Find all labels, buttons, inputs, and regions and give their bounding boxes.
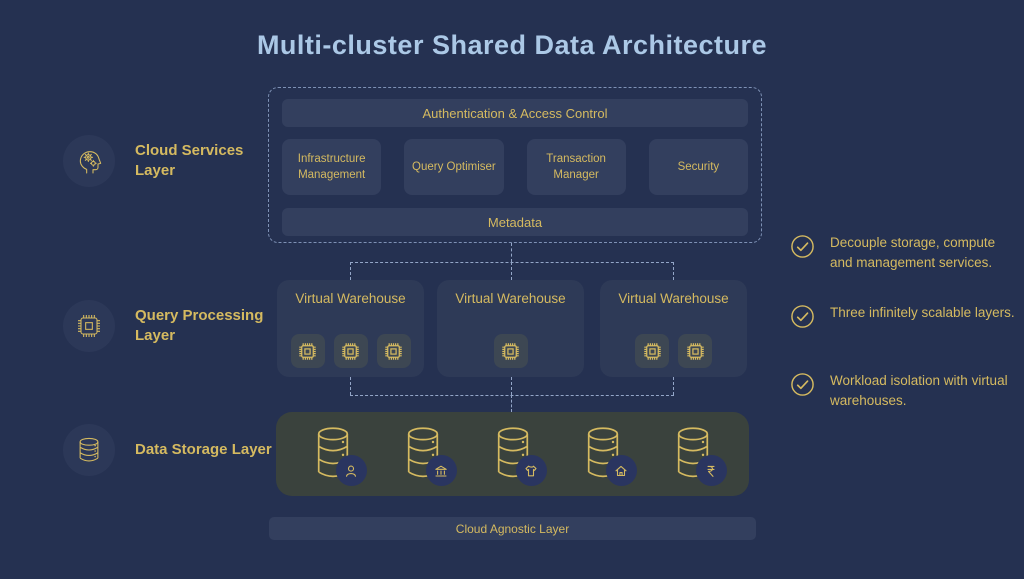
- benefit-item-2: Three infinitely scalable layers.: [790, 303, 1018, 329]
- chip-row: [437, 334, 584, 368]
- dashed-connector: [511, 262, 512, 280]
- database-payments: [673, 425, 727, 486]
- warehouse-chip-tile: [678, 334, 712, 368]
- chip-icon: [385, 342, 402, 360]
- service-security: Security: [648, 139, 748, 195]
- chip-icon: [342, 342, 359, 360]
- layer-query-processing: Query Processing Layer: [63, 300, 273, 352]
- person-icon: [335, 455, 367, 486]
- page-title: Multi-cluster Shared Data Architecture: [256, 30, 768, 60]
- chip-icon: [502, 342, 519, 360]
- rupee-icon: [695, 455, 727, 486]
- warehouse-chip-tile: [290, 334, 325, 368]
- layer-data-storage: Data Storage Layer: [63, 424, 273, 476]
- service-infrastructure-management: Infrastructure Management: [282, 139, 382, 195]
- tshirt-icon: [515, 455, 547, 486]
- dashed-connector: [673, 262, 674, 280]
- chip-icon: [686, 342, 704, 360]
- head-gears-icon: [63, 135, 115, 187]
- cloud-services-box: Authentication & Access Control Infrastr…: [268, 87, 762, 243]
- chip-icon: [643, 342, 661, 360]
- database-customers: [313, 425, 367, 486]
- check-circle-icon: [790, 304, 815, 329]
- database-realestate: [583, 425, 637, 486]
- virtual-warehouse-3: Virtual Warehouse: [600, 280, 747, 377]
- benefit-item-1: Decouple storage, compute and management…: [790, 233, 1018, 274]
- database-icon: [317, 427, 348, 478]
- warehouse-chip-tile: [376, 334, 411, 368]
- service-transaction-manager: Transaction Manager: [526, 139, 626, 195]
- bank-icon: [425, 455, 457, 486]
- database-icon: [407, 427, 438, 478]
- benefit-text: Workload isolation with virtual warehous…: [830, 373, 1008, 409]
- metadata-bar: Metadata: [282, 208, 748, 236]
- benefit-text: Decouple storage, compute and management…: [830, 235, 996, 271]
- home-icon: [605, 455, 637, 486]
- warehouse-label: Virtual Warehouse: [618, 291, 729, 306]
- database-icon: [63, 424, 115, 476]
- dashed-connector: [350, 377, 351, 395]
- cloud-agnostic-bar: Cloud Agnostic Layer: [269, 517, 756, 540]
- data-storage-panel: [276, 412, 749, 496]
- database-retail: [493, 425, 547, 486]
- warehouse-chip-tile: [635, 334, 669, 368]
- dashed-connector: [350, 395, 674, 396]
- chip-row: [600, 334, 747, 368]
- dashed-connector: [350, 262, 674, 263]
- database-icon: [587, 427, 618, 478]
- service-query-optimiser: Query Optimiser: [404, 139, 504, 195]
- warehouse-chip-tile: [333, 334, 368, 368]
- dashed-connector: [511, 243, 512, 262]
- auth-access-bar: Authentication & Access Control: [282, 99, 748, 127]
- benefit-text: Three infinitely scalable layers.: [830, 305, 1015, 320]
- check-circle-icon: [790, 234, 815, 259]
- warehouse-chip-tile: [493, 334, 528, 368]
- processor-icon: [63, 300, 115, 352]
- check-circle-icon: [790, 372, 815, 397]
- dashed-connector: [673, 377, 674, 395]
- layer-label: Cloud Services Layer: [135, 142, 244, 179]
- virtual-warehouse-2: Virtual Warehouse: [437, 280, 584, 377]
- layer-cloud-services: Cloud Services Layer: [63, 135, 273, 187]
- warehouse-label: Virtual Warehouse: [295, 291, 406, 306]
- layer-label: Data Storage Layer: [135, 441, 272, 459]
- database-finance: [403, 425, 457, 486]
- layer-label: Query Processing Layer: [135, 307, 264, 344]
- dashed-connector: [511, 395, 512, 412]
- chip-icon: [299, 342, 316, 360]
- services-row: Infrastructure Management Query Optimise…: [282, 139, 748, 195]
- benefit-item-3: Workload isolation with virtual warehous…: [790, 371, 1018, 412]
- dashed-connector: [511, 377, 512, 395]
- chip-row: [277, 334, 424, 368]
- virtual-warehouse-1: Virtual Warehouse: [277, 280, 424, 377]
- warehouse-label: Virtual Warehouse: [455, 291, 566, 306]
- dashed-connector: [350, 262, 351, 280]
